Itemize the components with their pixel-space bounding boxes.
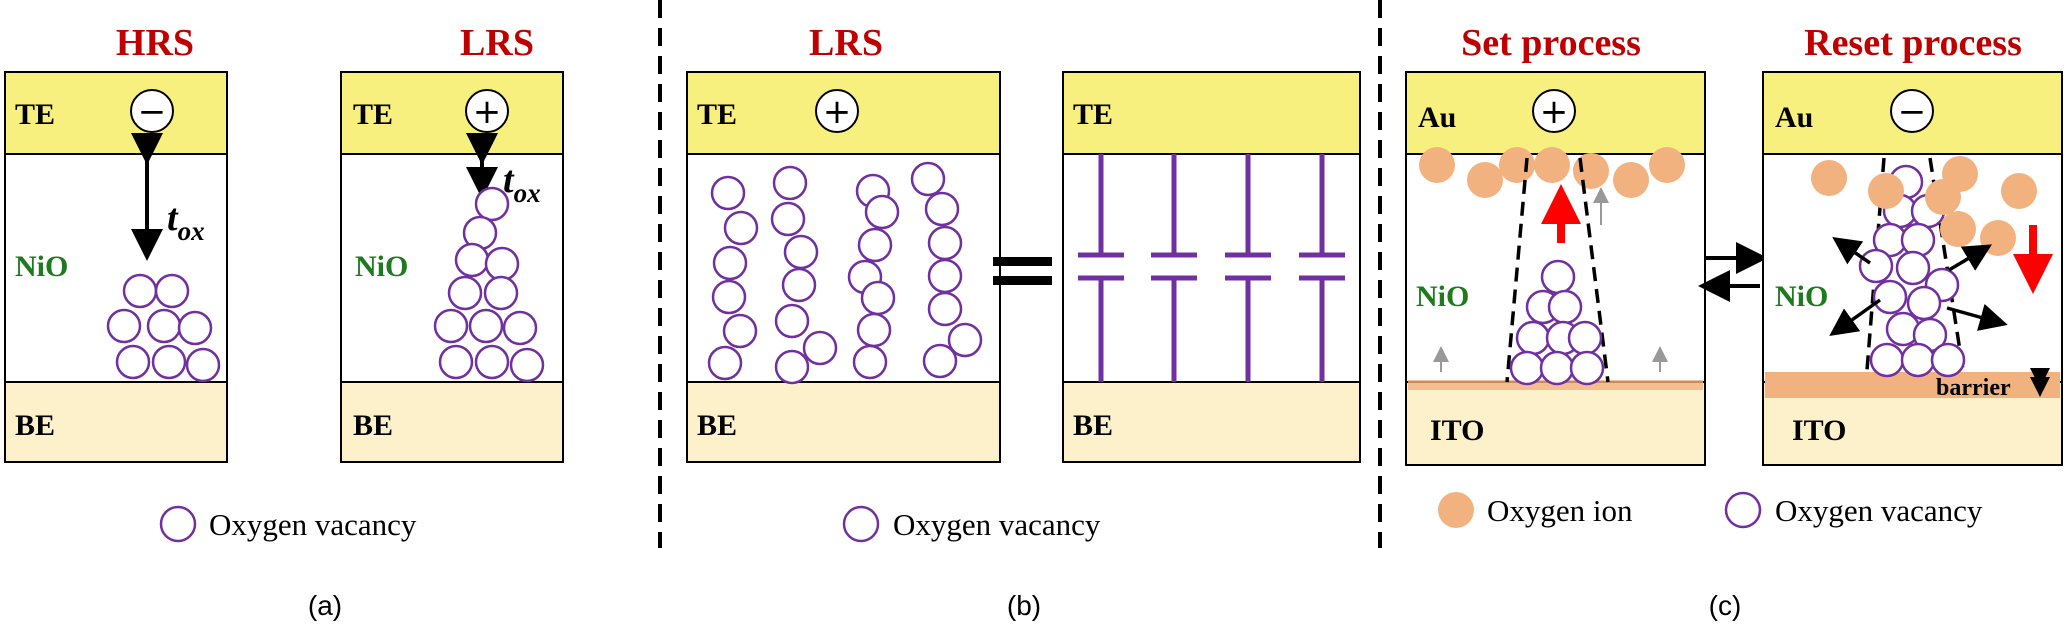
be-label: BE xyxy=(15,409,55,442)
equals-sign xyxy=(993,257,1052,285)
filament-cell: TE BE + xyxy=(686,71,1001,463)
legend-label: Oxygen vacancy xyxy=(893,507,1101,542)
polarity-label: + xyxy=(823,92,852,132)
ion-legend-label: Oxygen ion xyxy=(1487,493,1633,528)
tox-label: tox xyxy=(167,197,205,246)
vacancy-filament xyxy=(1509,259,1605,386)
au-label: Au xyxy=(1418,101,1456,134)
set-cell: Au ITO NiO + xyxy=(1405,71,1706,466)
te-label: TE xyxy=(697,98,737,131)
minus-sign-icon xyxy=(130,89,174,133)
bottom-electrode xyxy=(340,381,564,463)
polarity-label: + xyxy=(473,92,502,132)
caption-a: (a) xyxy=(308,590,342,621)
be-label: BE xyxy=(697,409,737,442)
vacancy-cluster xyxy=(106,273,221,383)
te-label: TE xyxy=(1073,98,1113,131)
spreading-arrows xyxy=(1829,237,2008,337)
nio-label: NiO xyxy=(1416,280,1469,313)
bottom-electrode xyxy=(686,381,1001,463)
vacancy-legend-icon xyxy=(159,505,197,543)
oxide-layer xyxy=(1062,153,1361,383)
hrs-cell: TE BE NiO − tox xyxy=(4,71,228,463)
vacancy-chains xyxy=(707,161,983,385)
panel-a: HRS LRS TE BE NiO − tox TE BE xyxy=(4,22,564,621)
plus-sign-icon xyxy=(815,89,859,133)
be-label: BE xyxy=(1073,409,1113,442)
vacancy-legend-icon xyxy=(842,505,880,543)
caption-c: (c) xyxy=(1709,590,1742,621)
nio-label: NiO xyxy=(1775,280,1828,313)
capacitor-cell: TE BE xyxy=(1062,71,1361,463)
te-label: TE xyxy=(353,98,393,131)
ito-label: ITO xyxy=(1792,414,1846,447)
be-label: BE xyxy=(353,409,393,442)
minus-sign-icon xyxy=(1890,89,1934,133)
reset-process-title: Reset process xyxy=(1804,22,2022,64)
nio-label: NiO xyxy=(355,250,408,283)
ion-cloud xyxy=(1811,156,2037,256)
barrier-label: barrier xyxy=(1936,375,2011,401)
polarity-label: + xyxy=(1540,92,1569,132)
polarity-label: − xyxy=(1898,92,1927,132)
bottom-electrode xyxy=(1405,381,1706,466)
top-electrode xyxy=(4,71,228,155)
lrs-title: LRS xyxy=(809,22,883,64)
capacitor-symbols xyxy=(1078,154,1345,382)
reset-cell: Au ITO NiO − xyxy=(1762,71,2063,466)
caption-b: (b) xyxy=(1007,590,1041,621)
filament-outline xyxy=(1505,157,1610,383)
top-electrode xyxy=(340,71,564,155)
bottom-electrode xyxy=(1062,381,1361,463)
ito-label: ITO xyxy=(1430,414,1484,447)
polarity-label: − xyxy=(138,92,167,132)
panel-b: LRS TE BE + TE BE xyxy=(686,22,1361,621)
tox-label: tox xyxy=(503,159,541,208)
te-label: TE xyxy=(15,98,55,131)
nio-label: NiO xyxy=(15,250,68,283)
hrs-title: HRS xyxy=(116,22,194,64)
set-process-title: Set process xyxy=(1461,22,1641,64)
plus-sign-icon xyxy=(1532,89,1576,133)
lrs-cell: TE BE NiO + tox xyxy=(340,71,564,463)
vacancy-legend-label: Oxygen vacancy xyxy=(1775,493,1983,528)
panel-c: Set process Reset process Au ITO NiO + xyxy=(1405,22,2063,621)
legend-label: Oxygen vacancy xyxy=(209,507,417,542)
vacancy-filament xyxy=(433,186,545,383)
oxygen-ion-legend-icon xyxy=(1438,492,1474,528)
lrs-title: LRS xyxy=(460,22,534,64)
vacancy-legend-icon xyxy=(1724,491,1762,529)
plus-sign-icon xyxy=(465,89,509,133)
bottom-electrode xyxy=(4,381,228,463)
au-label: Au xyxy=(1775,101,1813,134)
